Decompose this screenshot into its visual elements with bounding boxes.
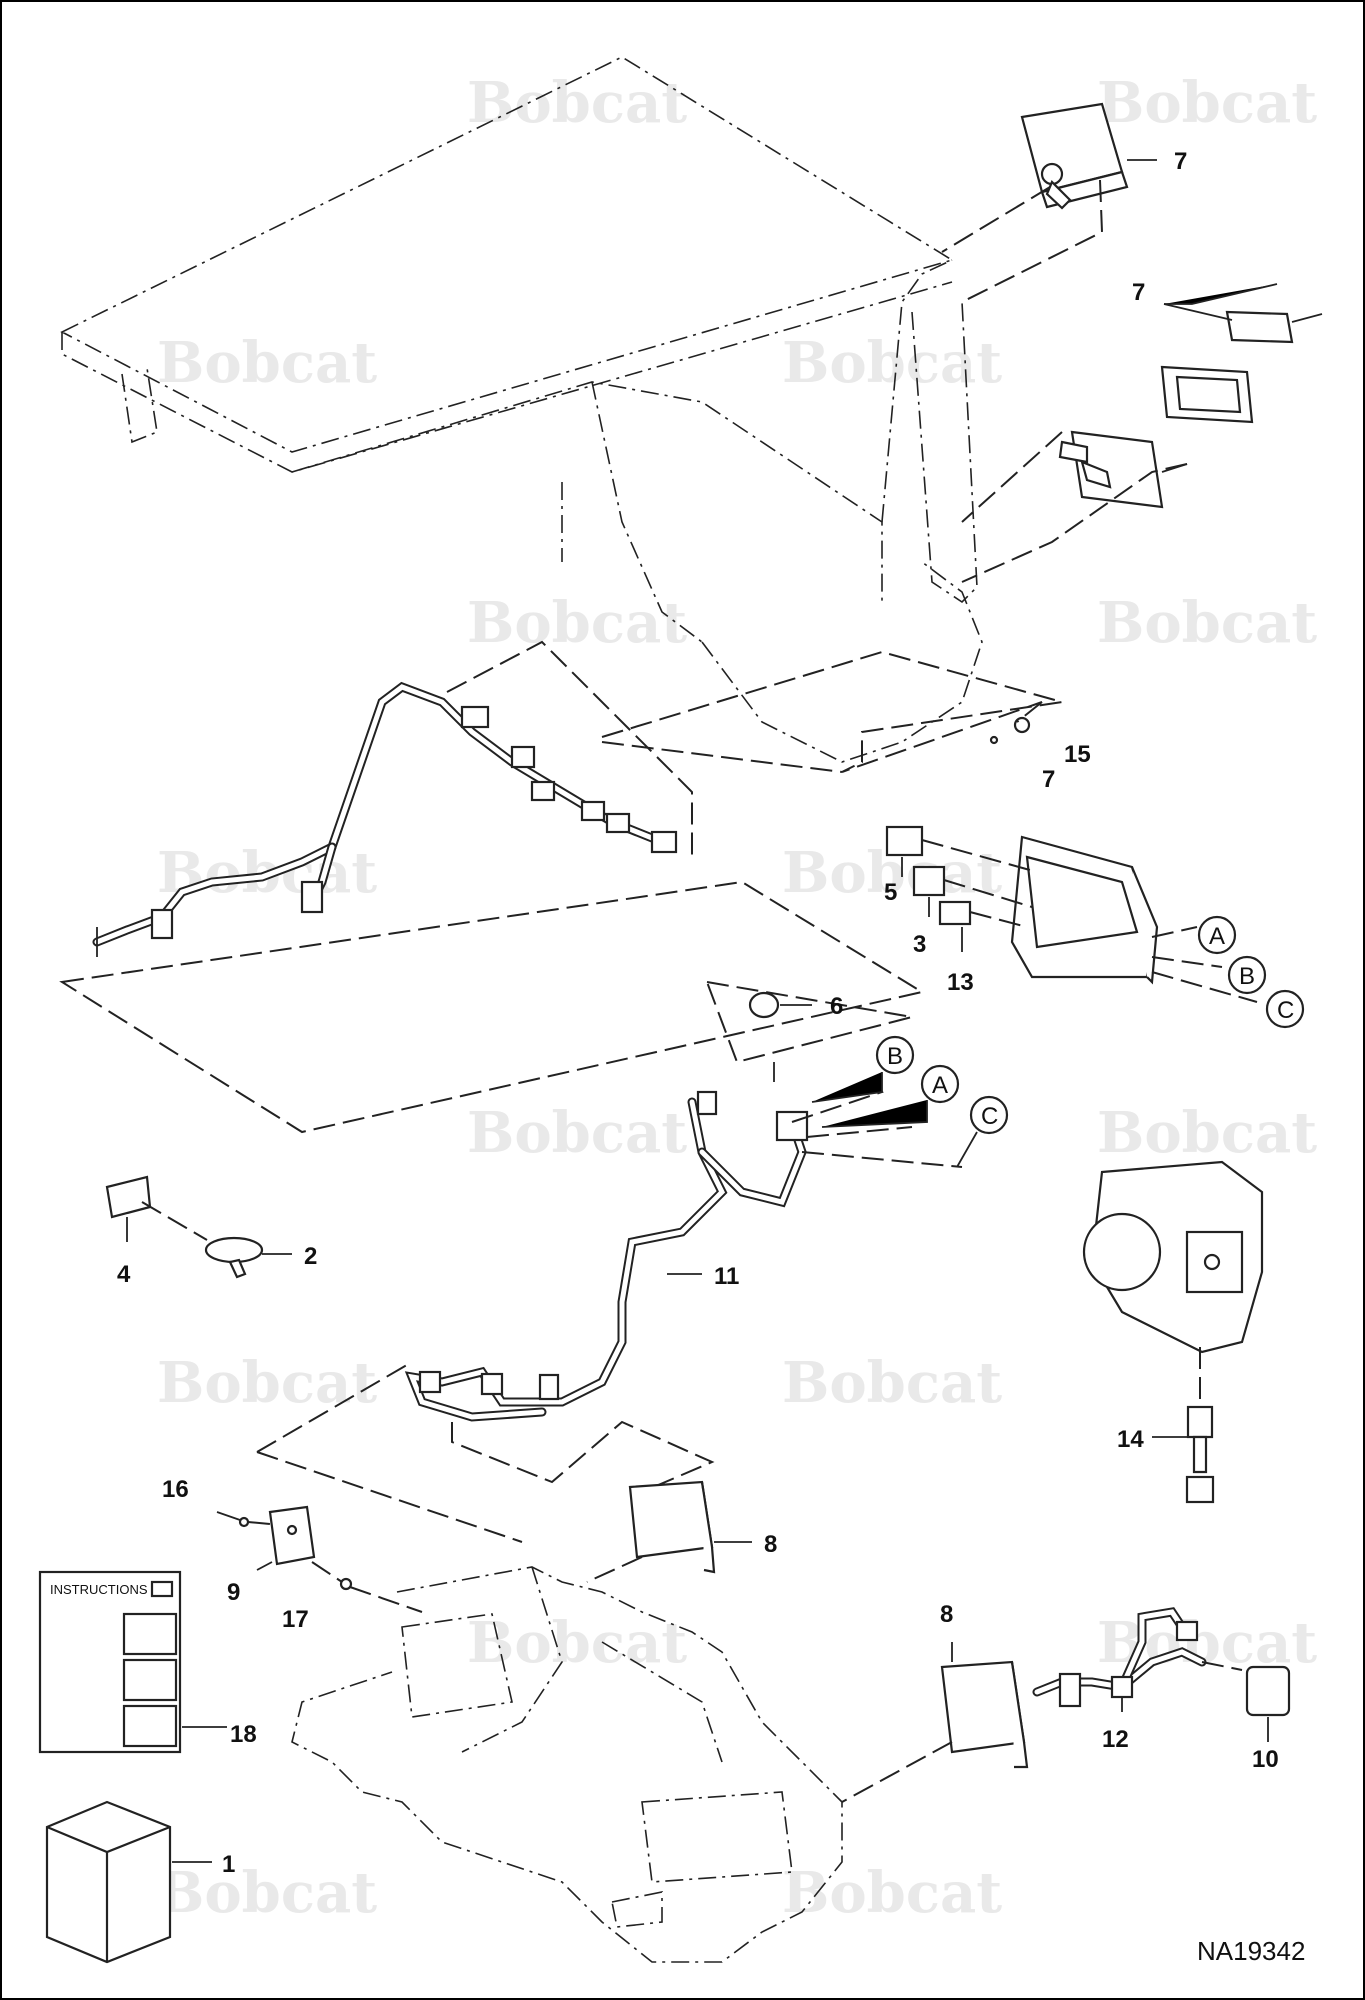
callout-label: 11	[714, 1263, 739, 1290]
callout-label: 12	[1102, 1726, 1129, 1753]
svg-text:B: B	[1239, 963, 1255, 990]
washer	[339, 1577, 353, 1591]
svg-text:Bobcat: Bobcat	[1097, 590, 1317, 656]
instructions-label: INSTRUCTIONS	[50, 1582, 148, 1597]
callout-label: 16	[162, 1476, 189, 1503]
washer-bolt	[989, 701, 1043, 745]
connector-a-harness: A	[920, 1064, 960, 1104]
watermark-logo: Bobcat	[157, 330, 377, 396]
connector-b-harness: B	[875, 1035, 915, 1075]
connector-markers: A B C B A C	[875, 915, 1305, 1135]
relay-10	[1245, 1665, 1291, 1717]
callout-labels: 7 7 7 15 5 3 13 6 2 4 11 14 16 8 9 17 8 …	[117, 148, 1279, 1878]
callout-label: 9	[227, 1579, 240, 1606]
callout-label: 7	[1174, 148, 1187, 175]
callout-label: 8	[764, 1531, 777, 1558]
cab-wiring-harness	[92, 681, 678, 957]
callout-label: 18	[230, 1721, 257, 1748]
svg-text:A: A	[932, 1072, 948, 1099]
kit-box	[45, 1800, 212, 1964]
instructions-manual: INSTRUCTIONS	[38, 1570, 227, 1754]
work-light-8-upper	[628, 1480, 716, 1574]
hydraulic-pump	[1082, 1160, 1264, 1354]
svg-text:Bobcat: Bobcat	[157, 330, 377, 396]
watermark-logo: Bobcat	[467, 70, 687, 136]
connector-c-harness: C	[969, 1095, 1009, 1135]
watermark-logo: Bobcat	[782, 1860, 1002, 1926]
svg-text:B: B	[887, 1043, 903, 1070]
callout-label: 6	[830, 993, 843, 1020]
work-light-top	[1020, 102, 1129, 210]
lamp-harness-12	[1032, 1607, 1207, 1712]
svg-text:C: C	[1277, 997, 1294, 1024]
connector-c-panel: C	[1265, 989, 1305, 1029]
svg-text:A: A	[1209, 923, 1225, 950]
callout-label: 17	[282, 1606, 309, 1633]
watermark-logo: Bobcat	[157, 1860, 377, 1926]
pressure-sensor	[1185, 1405, 1215, 1504]
watermark-logo: Bobcat	[782, 1350, 1002, 1416]
watermark-logo: Bobcat	[157, 1350, 377, 1416]
callout-label: 4	[117, 1261, 131, 1288]
svg-text:Bobcat: Bobcat	[782, 330, 1002, 396]
cable-tie	[204, 1236, 264, 1279]
svg-text:Bobcat: Bobcat	[157, 1860, 377, 1926]
plug	[748, 991, 780, 1019]
cab-canopy	[60, 56, 983, 763]
screw	[216, 1511, 250, 1528]
watermark-logo: Bobcat	[467, 1610, 687, 1676]
svg-text:Bobcat: Bobcat	[782, 1350, 1002, 1416]
svg-text:Bobcat: Bobcat	[157, 1350, 377, 1416]
svg-text:C: C	[981, 1103, 998, 1130]
svg-text:Bobcat: Bobcat	[467, 70, 687, 136]
callout-label: 7	[1132, 279, 1145, 306]
svg-text:Bobcat: Bobcat	[1097, 70, 1317, 136]
work-light-8-lower	[940, 1660, 1029, 1769]
callout-label: 15	[1064, 741, 1091, 768]
callout-label: 1	[222, 1851, 235, 1878]
callout-label: 8	[940, 1601, 953, 1628]
svg-text:Bobcat: Bobcat	[467, 590, 687, 656]
svg-text:Bobcat: Bobcat	[467, 1610, 687, 1676]
svg-text:Bobcat: Bobcat	[467, 1100, 687, 1166]
svg-text:Bobcat: Bobcat	[1097, 1100, 1317, 1166]
svg-text:Bobcat: Bobcat	[782, 1860, 1002, 1926]
watermark-logo: Bobcat	[1097, 590, 1317, 656]
harness-11	[404, 1062, 809, 1422]
callout-label: 5	[884, 879, 897, 906]
rear-work-light	[1058, 310, 1323, 509]
watermark-logo: Bobcat	[467, 590, 687, 656]
callout-label: 2	[304, 1243, 317, 1270]
watermark-layer: Bobcat Bobcat Bobcat Bobcat Bobcat Bobca…	[157, 70, 1317, 1926]
callout-label: 10	[1252, 1746, 1279, 1773]
callout-label: 14	[1117, 1426, 1144, 1453]
watermark-logo: Bobcat	[1097, 70, 1317, 136]
callout-label: 13	[947, 969, 974, 996]
switch-panel	[885, 825, 1159, 985]
watermark-logo: Bobcat	[1097, 1100, 1317, 1166]
connector-b-panel: B	[1227, 955, 1267, 995]
watermark-logo: Bobcat	[782, 330, 1002, 396]
figure-id: NA19342	[1197, 1936, 1305, 1966]
chassis-frame	[291, 1566, 843, 1963]
callout-label: 3	[913, 931, 926, 958]
callout-label: 7	[1042, 766, 1055, 793]
connector-a-panel: A	[1197, 915, 1237, 955]
cable-tie-mount	[105, 1175, 152, 1242]
watermark-logo: Bobcat	[467, 1100, 687, 1166]
flasher-relay	[268, 1505, 316, 1566]
